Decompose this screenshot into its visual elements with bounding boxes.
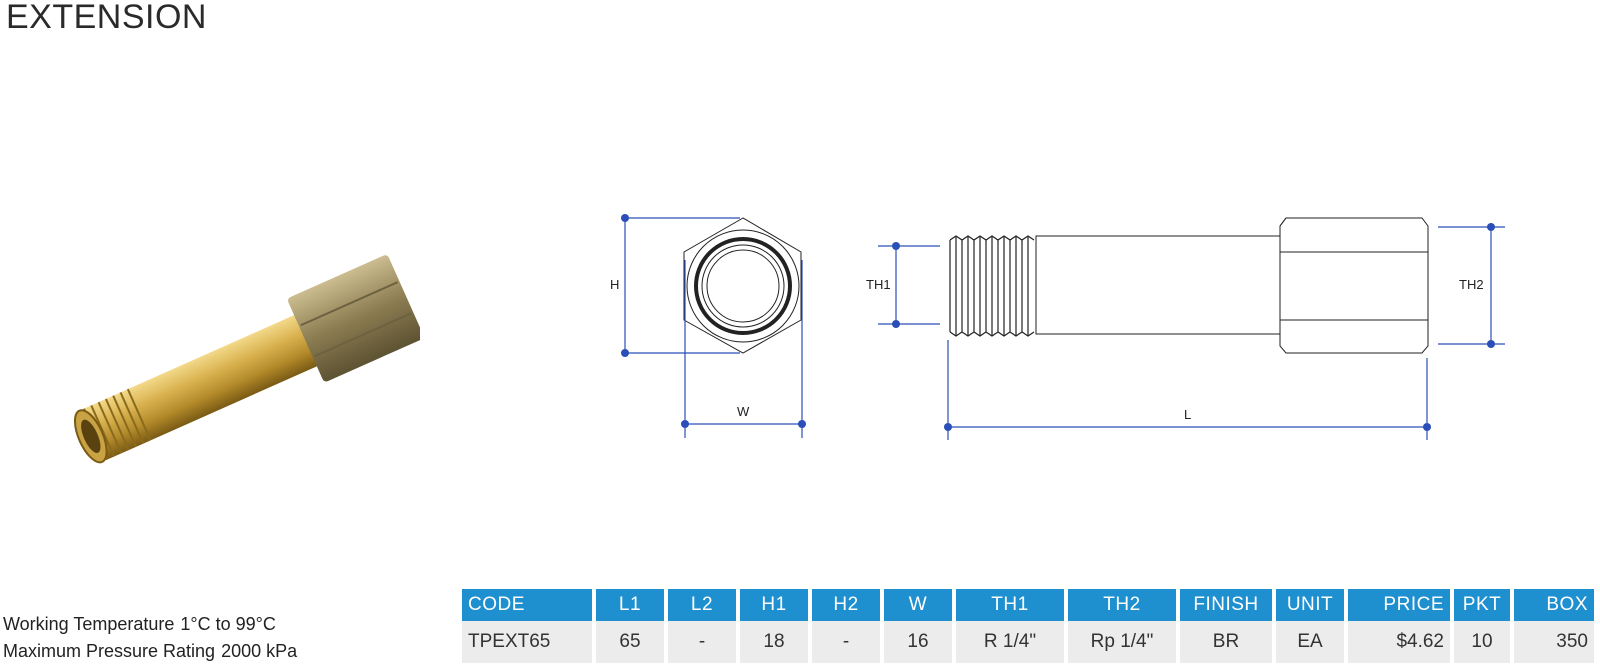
th1-dimension [878, 245, 940, 325]
hex-end-view [683, 217, 802, 354]
cell-w: 16 [884, 621, 952, 663]
table-header-row: CODE L1 L2 H1 H2 W TH1 TH2 FINISH UNIT P… [462, 589, 1594, 621]
header-h2: H2 [812, 589, 880, 621]
header-l2: L2 [668, 589, 736, 621]
height-dimension [624, 217, 740, 354]
header-code: CODE [462, 589, 592, 621]
pressure-label: Maximum Pressure Rating [3, 641, 216, 661]
product-table: CODE L1 L2 H1 H2 W TH1 TH2 FINISH UNIT P… [458, 589, 1598, 663]
cell-l2: - [668, 621, 736, 663]
cell-h2: - [812, 621, 880, 663]
male-thread [949, 235, 1035, 337]
header-unit: UNIT [1276, 589, 1344, 621]
header-th2: TH2 [1068, 589, 1176, 621]
cell-price: $4.62 [1348, 621, 1450, 663]
header-price: PRICE [1348, 589, 1450, 621]
pressure-value: 2000 kPa [221, 641, 298, 661]
cell-box: 350 [1514, 621, 1594, 663]
cell-code: TPEXT65 [462, 621, 592, 663]
th2-label: TH2 [1459, 277, 1484, 292]
temperature-value: 1°C to 99°C [180, 614, 276, 634]
header-w: W [884, 589, 952, 621]
h-label: H [610, 277, 619, 292]
temperature-label: Working Temperature [3, 614, 175, 634]
cell-h1: 18 [740, 621, 808, 663]
w-label: W [737, 404, 750, 419]
cell-unit: EA [1276, 621, 1344, 663]
width-dimension [684, 260, 803, 438]
header-box: BOX [1514, 589, 1594, 621]
technical-drawing: H W TH1 [610, 214, 1505, 440]
l-label: L [1184, 407, 1191, 422]
cell-l1: 65 [596, 621, 664, 663]
header-th1: TH1 [956, 589, 1064, 621]
th1-label: TH1 [866, 277, 891, 292]
cell-pkt: 10 [1454, 621, 1510, 663]
header-pkt: PKT [1454, 589, 1510, 621]
product-photo [73, 255, 420, 464]
cell-th1: R 1/4" [956, 621, 1064, 663]
length-dimension [947, 340, 1428, 440]
header-finish: FINISH [1180, 589, 1272, 621]
side-view [949, 217, 1429, 354]
page-title: EXTENSION [6, 0, 207, 36]
header-l1: L1 [596, 589, 664, 621]
cell-th2: Rp 1/4" [1068, 621, 1176, 663]
header-h1: H1 [740, 589, 808, 621]
cell-finish: BR [1180, 621, 1272, 663]
table-row: TPEXT65 65 - 18 - 16 R 1/4" Rp 1/4" BR E… [462, 621, 1594, 663]
